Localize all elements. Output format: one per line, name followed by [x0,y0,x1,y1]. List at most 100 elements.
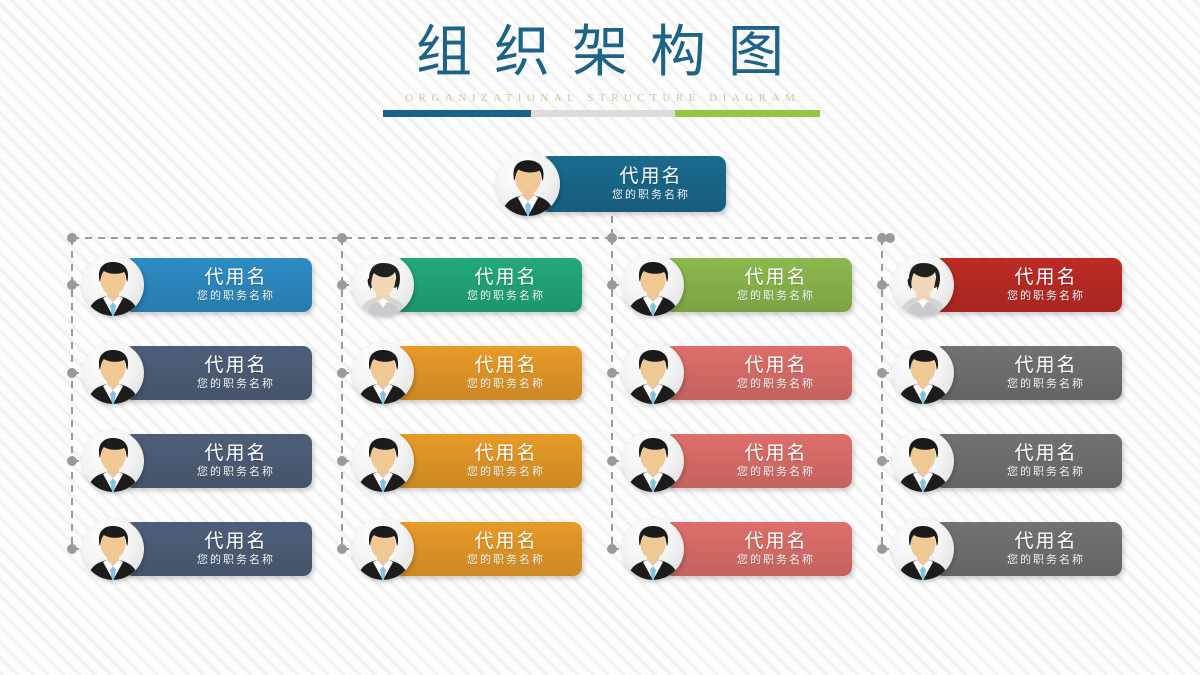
node-column-3-item-1-card[interactable]: 代用名您的职务名称 [664,346,852,400]
node-name: 代用名 [474,355,538,376]
node-column-2-item-3-card[interactable]: 代用名您的职务名称 [394,522,582,576]
node-title: 您的职务名称 [1007,290,1085,302]
node-name: 代用名 [744,531,808,552]
node-title: 您的职务名称 [467,378,545,390]
connector-dot-r4c2 [337,544,347,554]
node-name: 代用名 [204,267,268,288]
node-column-4-item-3[interactable]: 代用名您的职务名称 [892,518,1122,580]
node-column-4-header-card[interactable]: 代用名您的职务名称 [934,258,1122,312]
connector-dot-r3c1 [67,456,77,466]
node-column-2-item-2-card[interactable]: 代用名您的职务名称 [394,434,582,488]
node-name: 代用名 [204,443,268,464]
node-title: 您的职务名称 [1007,554,1085,566]
male-avatar-icon [82,254,144,316]
node-title: 您的职务名称 [467,554,545,566]
node-root-card[interactable]: 代用名您的职务名称 [540,156,726,212]
node-column-1-item-3[interactable]: 代用名您的职务名称 [82,518,312,580]
node-title: 您的职务名称 [197,466,275,478]
connector-dot-r3c3 [607,456,617,466]
node-name: 代用名 [204,355,268,376]
node-column-2-header[interactable]: 代用名您的职务名称 [352,254,582,316]
node-column-1-header[interactable]: 代用名您的职务名称 [82,254,312,316]
node-column-4-item-1-card[interactable]: 代用名您的职务名称 [934,346,1122,400]
male-avatar-icon [496,152,560,216]
node-column-3-item-3-card[interactable]: 代用名您的职务名称 [664,522,852,576]
node-name: 代用名 [744,443,808,464]
node-root[interactable]: 代用名您的职务名称 [496,152,726,216]
connector-dot-bus-center [607,233,617,243]
node-name: 代用名 [1014,443,1078,464]
node-title: 您的职务名称 [612,189,690,201]
node-title: 您的职务名称 [1007,466,1085,478]
node-name: 代用名 [1014,531,1078,552]
node-column-2-item-1-card[interactable]: 代用名您的职务名称 [394,346,582,400]
female-avatar-icon [352,254,414,316]
connector-dot-r3c2 [337,456,347,466]
connector-dot-r4c1 [67,544,77,554]
node-name: 代用名 [619,166,683,187]
connector-dot-bus-end [885,233,895,243]
female-avatar-icon [892,254,954,316]
male-avatar-icon [892,518,954,580]
underline-segment-gray [531,110,675,117]
underline-segment-green [675,110,820,117]
node-name: 代用名 [204,531,268,552]
node-title: 您的职务名称 [737,466,815,478]
node-column-4-item-1[interactable]: 代用名您的职务名称 [892,342,1122,404]
node-column-4-header[interactable]: 代用名您的职务名称 [892,254,1122,316]
node-column-4-item-3-card[interactable]: 代用名您的职务名称 [934,522,1122,576]
connector-dot-r3c4 [877,456,887,466]
male-avatar-icon [352,518,414,580]
node-column-4-item-2-card[interactable]: 代用名您的职务名称 [934,434,1122,488]
node-column-2-item-3[interactable]: 代用名您的职务名称 [352,518,582,580]
node-column-3-header[interactable]: 代用名您的职务名称 [622,254,852,316]
connector-dot-r4c4 [877,544,887,554]
male-avatar-icon [892,342,954,404]
node-title: 您的职务名称 [1007,378,1085,390]
page-header: 组织架构图 ORGANIZATIONAL STRUCTURE DIAGRAM [0,18,1200,106]
node-column-1-item-3-card[interactable]: 代用名您的职务名称 [124,522,312,576]
node-column-3-item-1[interactable]: 代用名您的职务名称 [622,342,852,404]
page-title: 组织架构图 [416,22,806,84]
node-column-1-header-card[interactable]: 代用名您的职务名称 [124,258,312,312]
node-name: 代用名 [474,443,538,464]
male-avatar-icon [82,342,144,404]
page-subtitle: ORGANIZATIONAL STRUCTURE DIAGRAM [405,92,801,104]
node-title: 您的职务名称 [467,466,545,478]
node-name: 代用名 [744,267,808,288]
male-avatar-icon [622,342,684,404]
node-column-2-item-2[interactable]: 代用名您的职务名称 [352,430,582,492]
node-name: 代用名 [1014,267,1078,288]
male-avatar-icon [622,518,684,580]
connector-dot-r2c3 [607,368,617,378]
connector-dot-r1c3 [607,280,617,290]
connector-dot-r2c4 [877,368,887,378]
node-column-1-item-1[interactable]: 代用名您的职务名称 [82,342,312,404]
node-column-3-item-2-card[interactable]: 代用名您的职务名称 [664,434,852,488]
title-underline-bar [383,110,820,117]
node-name: 代用名 [474,267,538,288]
node-column-2-header-card[interactable]: 代用名您的职务名称 [394,258,582,312]
node-column-1-item-2-card[interactable]: 代用名您的职务名称 [124,434,312,488]
connector-dot-column-top-4 [877,233,887,243]
node-column-4-item-2[interactable]: 代用名您的职务名称 [892,430,1122,492]
node-title: 您的职务名称 [737,554,815,566]
connector-dot-column-top-3 [607,233,617,243]
connector-dot-column-top-1 [67,233,77,243]
node-column-3-item-2[interactable]: 代用名您的职务名称 [622,430,852,492]
male-avatar-icon [622,430,684,492]
node-title: 您的职务名称 [737,378,815,390]
node-column-1-item-2[interactable]: 代用名您的职务名称 [82,430,312,492]
underline-segment-blue [383,110,531,117]
node-column-2-item-1[interactable]: 代用名您的职务名称 [352,342,582,404]
node-title: 您的职务名称 [197,290,275,302]
node-column-1-item-1-card[interactable]: 代用名您的职务名称 [124,346,312,400]
node-title: 您的职务名称 [737,290,815,302]
connector-dot-r1c1 [67,280,77,290]
node-column-3-header-card[interactable]: 代用名您的职务名称 [664,258,852,312]
connector-dot-r4c3 [607,544,617,554]
male-avatar-icon [82,430,144,492]
connector-dot-r2c2 [337,368,347,378]
node-column-3-item-3[interactable]: 代用名您的职务名称 [622,518,852,580]
male-avatar-icon [622,254,684,316]
